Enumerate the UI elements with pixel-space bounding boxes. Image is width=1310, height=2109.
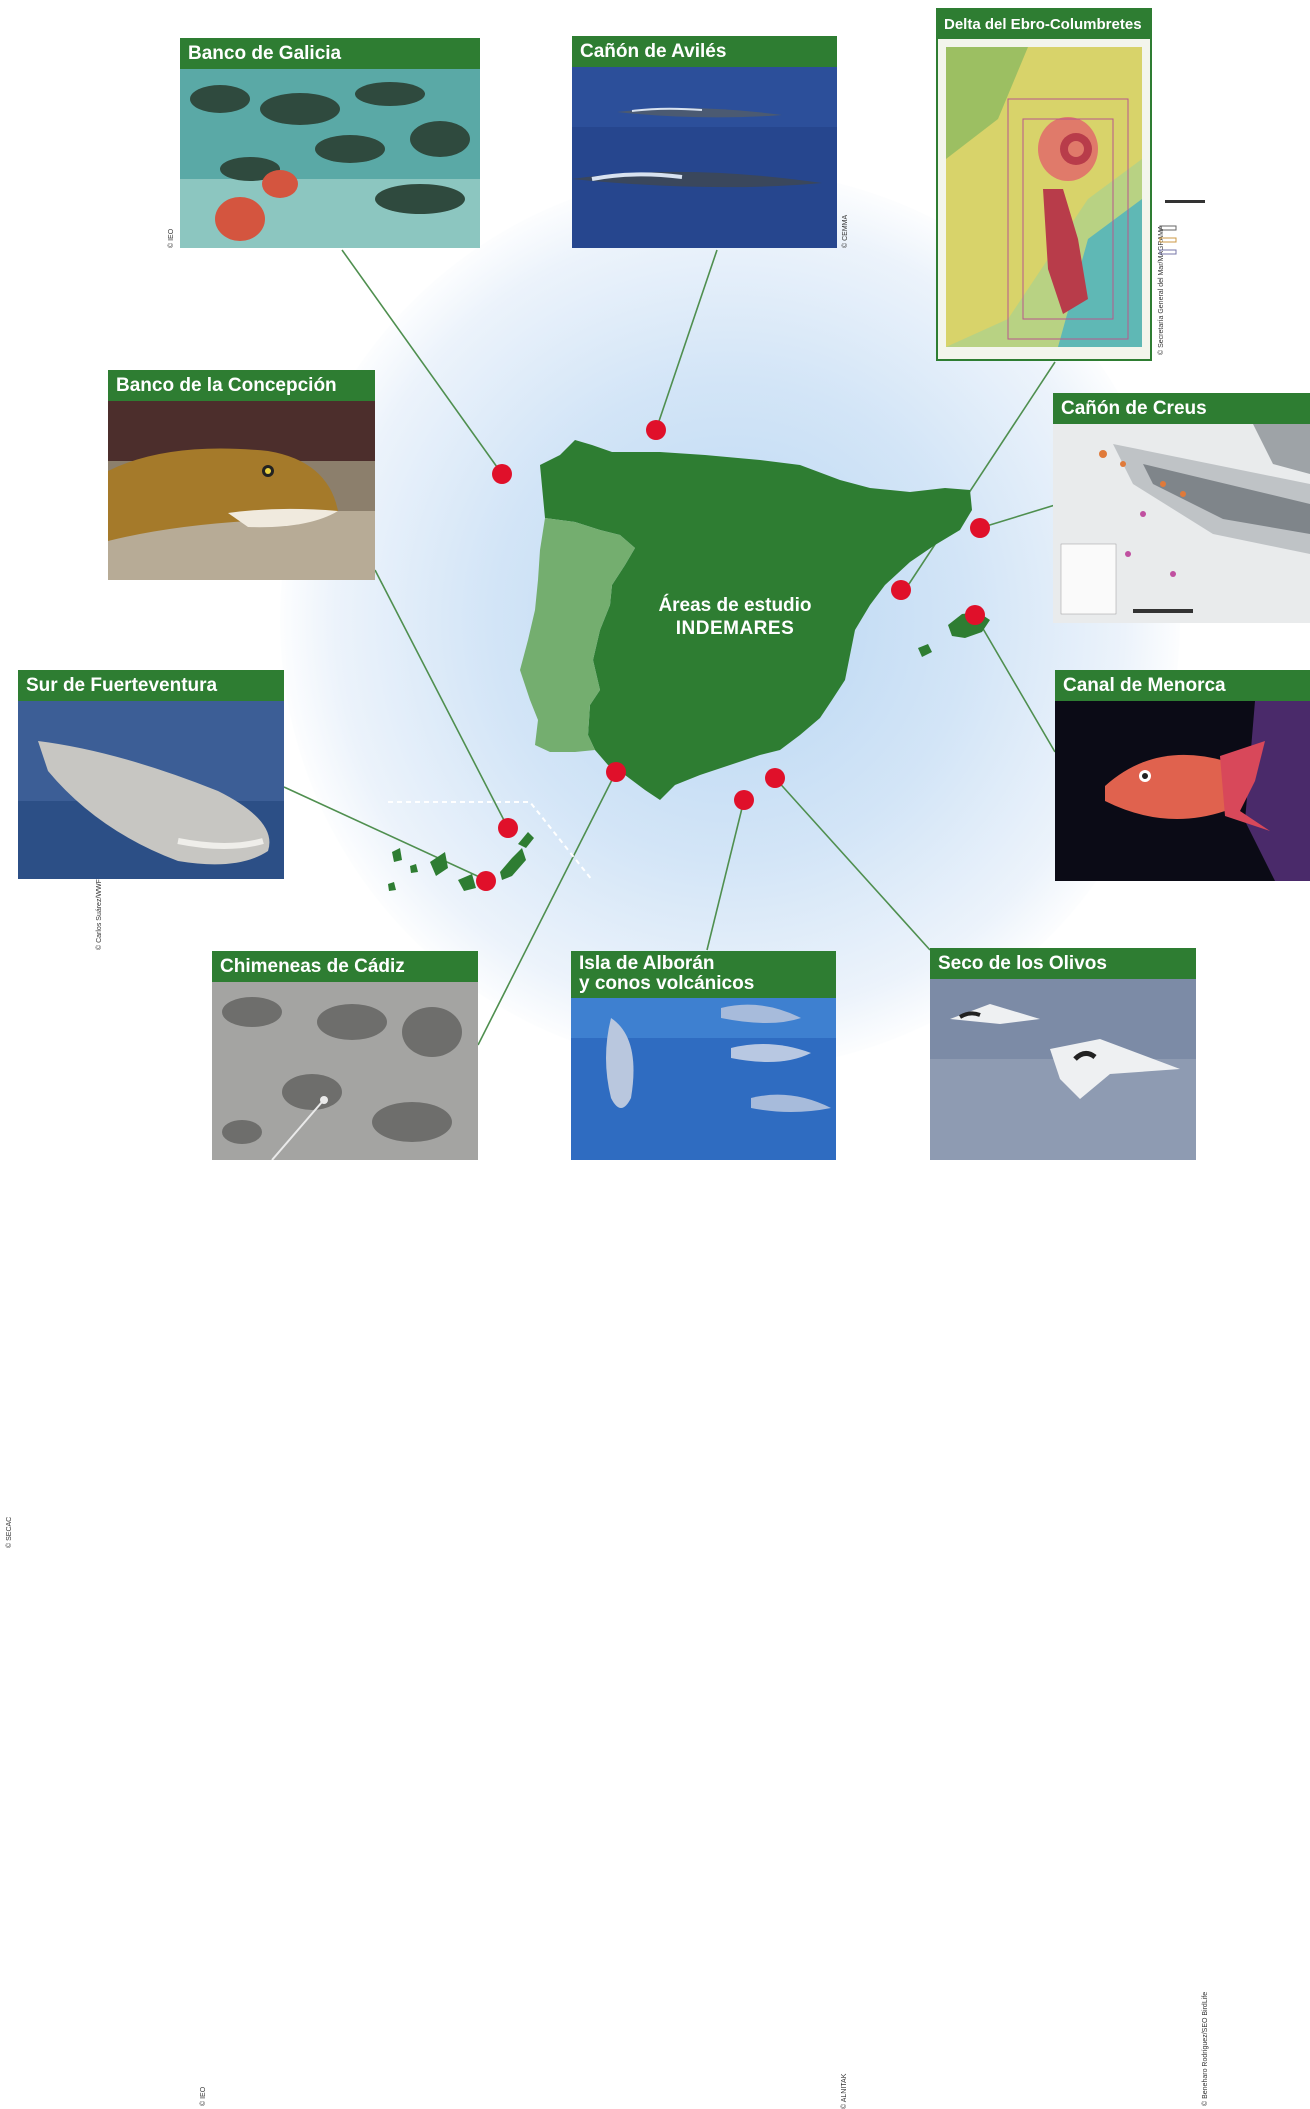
- area-title: Delta del Ebro-Columbretes: [938, 10, 1150, 39]
- photo-credit: © IEO: [200, 2086, 207, 2106]
- marker-delta-ebro: [891, 580, 911, 600]
- photo-credit: © IEO: [168, 228, 175, 248]
- connector-delta-ebro: [904, 361, 1056, 591]
- photo-red-fish: [1055, 701, 1310, 881]
- area-title: Cañón de Avilés: [572, 36, 837, 67]
- area-title: Cañón de Creus: [1053, 393, 1310, 424]
- site-markers: [476, 420, 990, 891]
- canary-inset-border: [388, 801, 593, 881]
- area-card-banco-concepcion: Banco de la Concepción © Carlos Suárez/W…: [96, 370, 375, 950]
- area-card-delta-ebro: Delta del Ebro-Columbretes © Secretaría …: [936, 8, 1165, 361]
- center-title-line1: Áreas de estudio: [658, 595, 812, 616]
- area-card-canal-menorca: Canal de Menorca: [1055, 670, 1310, 881]
- connector-canal-menorca: [974, 614, 1056, 753]
- photo-terns: [930, 979, 1196, 1160]
- marker-canon-aviles: [646, 420, 666, 440]
- connector-isla-alboran: [706, 799, 745, 951]
- photo-credit: © CEMMA: [842, 214, 849, 248]
- area-title: Canal de Menorca: [1055, 670, 1310, 701]
- photo-credit: © ALNITAK: [841, 2073, 848, 2109]
- marker-canon-creus: [970, 518, 990, 538]
- area-card-sur-fuerteventura: Sur de Fuerteventura © SECAC: [6, 670, 284, 1548]
- photo-credit: © Beneharo Rodríguez/SEO BirdLife: [1202, 1991, 1209, 2106]
- center-title: Áreas de estudio INDEMARES: [620, 594, 850, 640]
- connector-banco-concepcion: [374, 569, 509, 829]
- portugal-map: [520, 518, 635, 752]
- marker-banco-concepcion: [498, 818, 518, 838]
- area-card-seco-olivos: Seco de los Olivos © Beneharo Rodríguez/…: [930, 948, 1209, 2106]
- photo-credit: © SECAC: [6, 1516, 13, 1548]
- photo-bathymetric-map: [938, 39, 1150, 359]
- area-title: Banco de la Concepción: [108, 370, 375, 401]
- photo-moray-eel: [108, 401, 375, 580]
- connector-chimeneas-cadiz: [477, 771, 617, 1046]
- area-title: Chimeneas de Cádiz: [212, 951, 478, 982]
- marker-banco-galicia: [492, 464, 512, 484]
- marker-isla-alboran: [734, 790, 754, 810]
- area-card-chimeneas-cadiz: Chimeneas de Cádiz © IEO: [200, 951, 478, 2106]
- canary-islands-map: [388, 832, 534, 891]
- marker-seco-olivos: [765, 768, 785, 788]
- marker-chimeneas-cadiz: [606, 762, 626, 782]
- connector-banco-galicia: [341, 249, 503, 475]
- area-card-canon-aviles: Cañón de Avilés © CEMMA: [572, 36, 849, 248]
- connector-canon-creus: [979, 504, 1056, 529]
- connector-seco-olivos: [774, 777, 931, 951]
- photo-seafloor: [212, 982, 478, 1160]
- photo-fin-whales: [572, 67, 837, 248]
- area-title: Isla de Alborán y conos volcánicos: [571, 951, 836, 998]
- connector-lines: [283, 249, 1056, 1046]
- marker-sur-fuerteventura: [476, 871, 496, 891]
- center-title-line2: INDEMARES: [675, 618, 795, 639]
- area-title: Seco de los Olivos: [930, 948, 1196, 979]
- marker-canal-menorca: [965, 605, 985, 625]
- area-title: Sur de Fuerteventura: [18, 670, 284, 701]
- connector-canon-aviles: [655, 249, 718, 431]
- photo-relief-map: [1053, 424, 1310, 623]
- ibiza-map: [918, 644, 932, 657]
- area-title: Banco de Galicia: [180, 38, 480, 69]
- photo-coral-reef: [180, 69, 480, 248]
- photo-dolphins: [571, 998, 836, 1160]
- area-card-canon-creus: Cañón de Creus: [1053, 393, 1310, 623]
- photo-credit: © Secretaría General del Mar/MAGRAMA: [1158, 225, 1165, 355]
- area-card-banco-galicia: Banco de Galicia © IEO: [168, 38, 480, 248]
- connector-sur-fuerteventura: [283, 786, 487, 881]
- spain-map: [540, 440, 972, 800]
- infographic: Áreas de estudio INDEMARES Banco de Gali…: [6, 8, 1310, 2109]
- map-overlay: [283, 249, 1056, 1046]
- photo-sperm-whale: [18, 701, 284, 879]
- area-card-isla-alboran: Isla de Alborán y conos volcánicos © ALN…: [571, 951, 848, 2109]
